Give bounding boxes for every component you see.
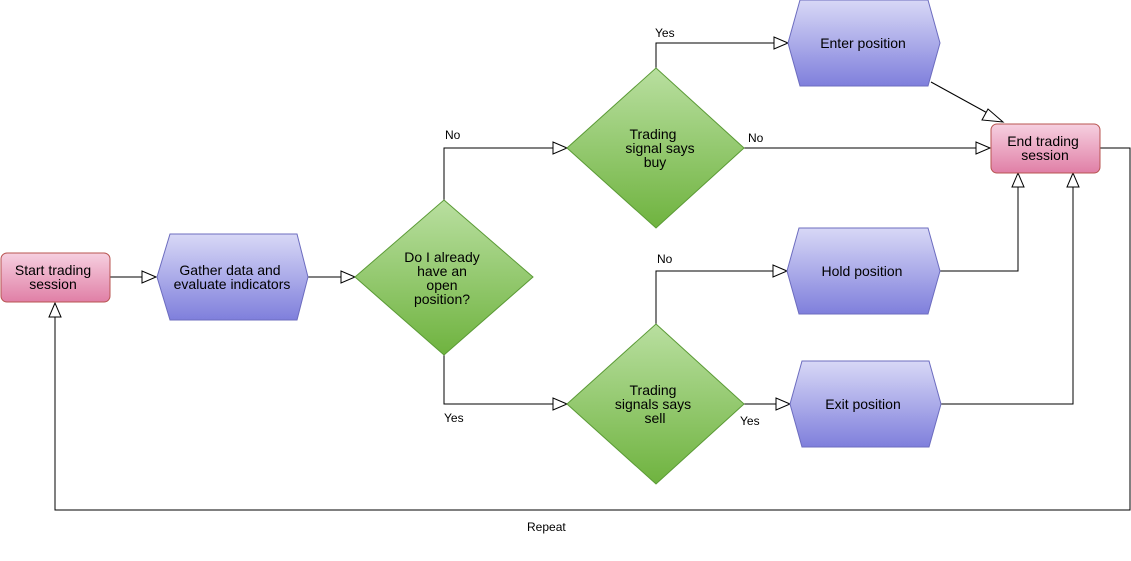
edge-repeat-loop [54, 147, 1131, 511]
node-label: buy [644, 154, 667, 170]
edge-labels: No Yes Yes No No Yes Repeat [444, 26, 764, 534]
node-label: Start trading [15, 262, 91, 278]
arrowhead [141, 270, 158, 284]
arrowhead [775, 397, 792, 411]
edge-exit-to-end [941, 187, 1074, 405]
edge-buy-yes-to-enter [655, 42, 774, 68]
node-gather-data[interactable]: Gather data and evaluate indicators [156, 233, 309, 321]
arrowhead [975, 141, 992, 155]
edge-hold-to-end [940, 187, 1019, 272]
node-label: session [29, 276, 76, 292]
edge-label-decision-yes: Yes [444, 411, 464, 425]
node-start-trading-session[interactable]: Start trading session [0, 252, 111, 303]
arrowhead [48, 301, 62, 318]
node-label: Enter position [820, 35, 906, 51]
edge-label-sell-no: No [657, 252, 673, 266]
node-label: Exit position [825, 396, 900, 412]
arrowhead [552, 397, 569, 411]
node-label: End trading [1007, 133, 1079, 149]
node-label: Gather data and [179, 262, 280, 278]
node-end-trading-session[interactable]: End trading session [990, 123, 1101, 174]
arrowhead [1011, 171, 1025, 188]
edge-label-buy-no: No [748, 131, 764, 145]
node-label: Trading [630, 382, 677, 398]
node-label: have an [417, 263, 467, 279]
edge-decision-no-to-buy [443, 147, 553, 200]
node-exit-position[interactable]: Exit position [789, 360, 942, 448]
arrowhead [1066, 171, 1080, 188]
node-label: open [426, 277, 457, 293]
arrowhead [340, 270, 357, 284]
node-label: signals says [615, 396, 691, 412]
node-label: session [1021, 147, 1068, 163]
arrowhead [773, 36, 790, 50]
node-label: Do I already [404, 249, 479, 265]
arrowhead [772, 264, 789, 278]
arrowhead [552, 141, 569, 155]
edge-enter-to-end [930, 81, 992, 116]
node-label: position? [414, 291, 470, 307]
edge-sell-no-to-hold [655, 270, 773, 324]
edge-label-decision-no: No [445, 128, 461, 142]
edge-label-sell-yes: Yes [740, 414, 760, 428]
node-label: Hold position [822, 263, 903, 279]
node-label: Trading [630, 126, 677, 142]
node-label: sell [644, 410, 665, 426]
node-enter-position[interactable]: Enter position [787, 0, 941, 87]
edge-decision-yes-to-sell [443, 355, 553, 405]
node-label: evaluate indicators [174, 276, 291, 292]
node-decision-signal-sell[interactable]: Trading signals says sell [566, 323, 745, 485]
node-decision-open-position[interactable]: Do I already have an open position? [354, 199, 534, 356]
edges [48, 36, 1131, 511]
arrowhead [981, 108, 1005, 123]
node-decision-signal-buy[interactable]: Trading signal says buy [566, 67, 745, 229]
edge-label-buy-yes: Yes [655, 26, 675, 40]
node-label: signal says [625, 140, 694, 156]
edge-label-repeat: Repeat [527, 520, 566, 534]
node-hold-position[interactable]: Hold position [786, 227, 941, 315]
